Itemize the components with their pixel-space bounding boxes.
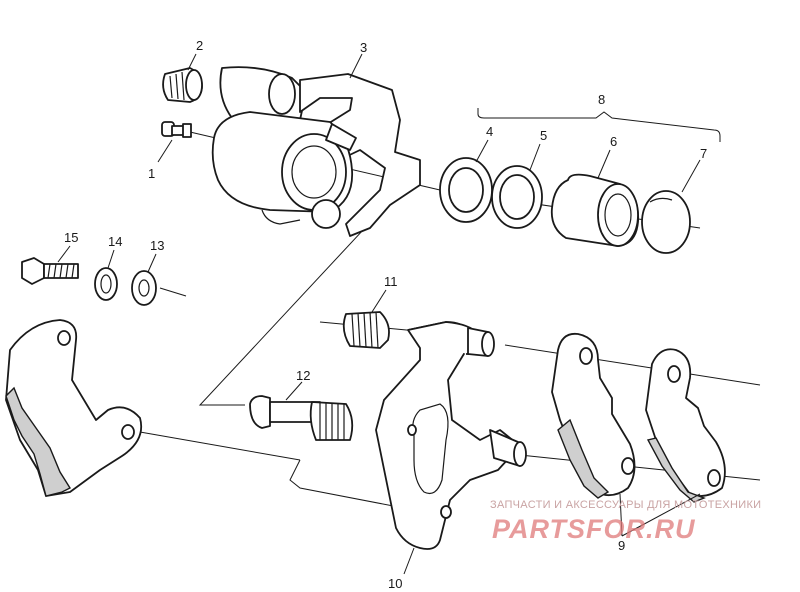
callout-12: 12 [296,368,310,383]
washer-13 [131,270,157,306]
seal-4 [439,157,493,223]
seal-5 [491,165,543,229]
callout-10: 10 [388,576,402,591]
guide-pin-12 [249,395,354,441]
brake-pad-outer [645,348,726,503]
callout-15: 15 [64,230,78,245]
watermark-subtitle: ЗАПЧАСТИ И АКСЕССУАРЫ ДЛЯ МОТОТЕХНИКИ [490,499,761,511]
callout-4: 4 [486,124,493,139]
mounting-bracket [5,319,143,497]
callout-7: 7 [700,146,707,161]
callout-labels: 1 2 3 4 5 6 7 8 9 10 11 12 13 14 15 [64,38,707,591]
callout-14: 14 [108,234,122,249]
callout-2: 2 [196,38,203,53]
spring-11 [342,311,390,349]
caliper-plate-10 [375,321,527,550]
bleeder-fitting [161,121,192,138]
piston-boot [641,190,691,254]
caliper-body [211,66,421,237]
callout-11: 11 [384,274,398,289]
brake-pad-inner [551,332,636,499]
callout-8: 8 [598,92,605,107]
caliper-plug [162,67,203,103]
callout-13: 13 [150,238,164,253]
callout-6: 6 [610,134,617,149]
callout-3: 3 [360,40,367,55]
watermark: ЗАПЧАСТИ И АКСЕССУАРЫ ДЛЯ МОТОТЕХНИКИ PA… [490,499,761,544]
piston [550,173,640,247]
callout-1: 1 [148,166,155,181]
bolt-15 [21,257,79,285]
leader-lines [57,53,701,575]
callout-9: 9 [618,538,625,553]
watermark-logo: PARTSFOR.RU [492,514,696,544]
bracket-8 [477,108,721,142]
callout-5: 5 [540,128,547,143]
lock-washer-14 [94,267,118,301]
